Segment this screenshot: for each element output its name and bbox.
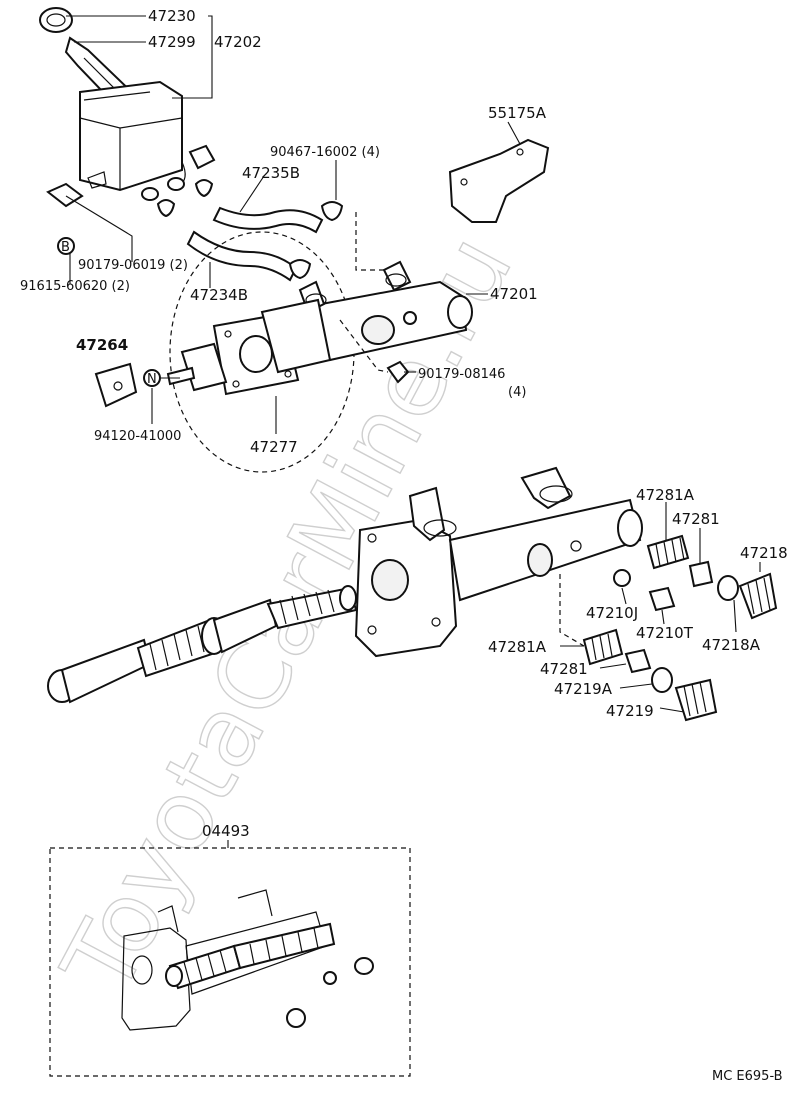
reservoir-tank [79, 80, 183, 192]
piston-assembly [47, 585, 358, 704]
plug-47218 [738, 572, 778, 620]
label-47234B: 47234B [190, 286, 248, 304]
guide-line [355, 212, 384, 271]
reservoir-assembly [39, 7, 216, 218]
reservoir-cap-47230 [39, 7, 73, 33]
springs-and-seals [582, 534, 778, 722]
label-47281-top: 47281 [672, 510, 720, 528]
bracket-55175A [448, 138, 550, 223]
label-94120-41000: 94120-41000 [94, 429, 181, 444]
label-90179-08146-qty: (4) [508, 385, 526, 400]
label-47219: 47219 [606, 702, 654, 720]
b-marker [57, 237, 75, 255]
repair-kit-contents [121, 889, 374, 1031]
level-sensor-connector [188, 144, 216, 170]
label-91615-60620: 91615-60620 (2) [20, 279, 130, 294]
guide-line [339, 319, 389, 373]
label-55175A: 55175A [488, 104, 547, 122]
label-47264: 47264 [76, 336, 128, 354]
repair-kit-box-04493 [49, 847, 411, 1077]
leader-lines [65, 15, 761, 848]
label-47281A-top: 47281A [636, 486, 695, 504]
check-valve-47281-bottom [624, 648, 652, 674]
label-47218A: 47218A [702, 636, 761, 654]
label-47202: 47202 [214, 33, 262, 51]
bolt-47210T [648, 586, 676, 612]
pushrod-94120-41000 [166, 366, 196, 386]
hose-clamp [156, 199, 176, 218]
label-90467-16002: 90467-16002 (4) [270, 145, 380, 160]
label-b-marker: B [61, 240, 70, 255]
check-valve-47281-top [688, 560, 714, 588]
reservoir-outlet-1 [141, 187, 159, 201]
reservoir-outlet-2 [167, 177, 185, 191]
label-47201: 47201 [490, 285, 538, 303]
label-47235B: 47235B [242, 164, 300, 182]
master-cylinder-body [260, 298, 332, 374]
spring-47281A-top [646, 534, 690, 570]
cylinder-body-exploded [354, 466, 643, 658]
gasket-47218A [717, 575, 739, 601]
hose-47234B [186, 230, 298, 282]
label-47218: 47218 [740, 544, 788, 562]
label-90179-06019: 90179-06019 (2) [78, 258, 188, 273]
label-47230: 47230 [148, 7, 196, 25]
label-47210J: 47210J [586, 604, 638, 622]
label-90179-08146: 90179-08146 [418, 367, 505, 382]
label-n-marker: N [147, 372, 157, 387]
figure-code: MC E695-B [712, 1069, 783, 1084]
label-47281-bottom: 47281 [540, 660, 588, 678]
guide-line [559, 574, 585, 647]
washer-47210J [613, 569, 631, 587]
hose-clamp [288, 259, 312, 280]
hose-clamp [320, 201, 344, 222]
label-47219A: 47219A [554, 680, 613, 698]
label-47299: 47299 [148, 33, 196, 51]
gasket-47219A [651, 667, 673, 693]
label-47277: 47277 [250, 438, 298, 456]
label-47281A-bottom: 47281A [488, 638, 547, 656]
label-04493: 04493 [202, 822, 250, 840]
plug-47219 [674, 678, 718, 722]
spring-47281A-bottom [582, 628, 624, 666]
hose-clamp [194, 179, 214, 198]
master-cylinder-47201 [298, 260, 473, 362]
clevis-47264 [94, 362, 138, 408]
label-47210T: 47210T [636, 624, 694, 642]
hose-47235B [212, 206, 324, 234]
